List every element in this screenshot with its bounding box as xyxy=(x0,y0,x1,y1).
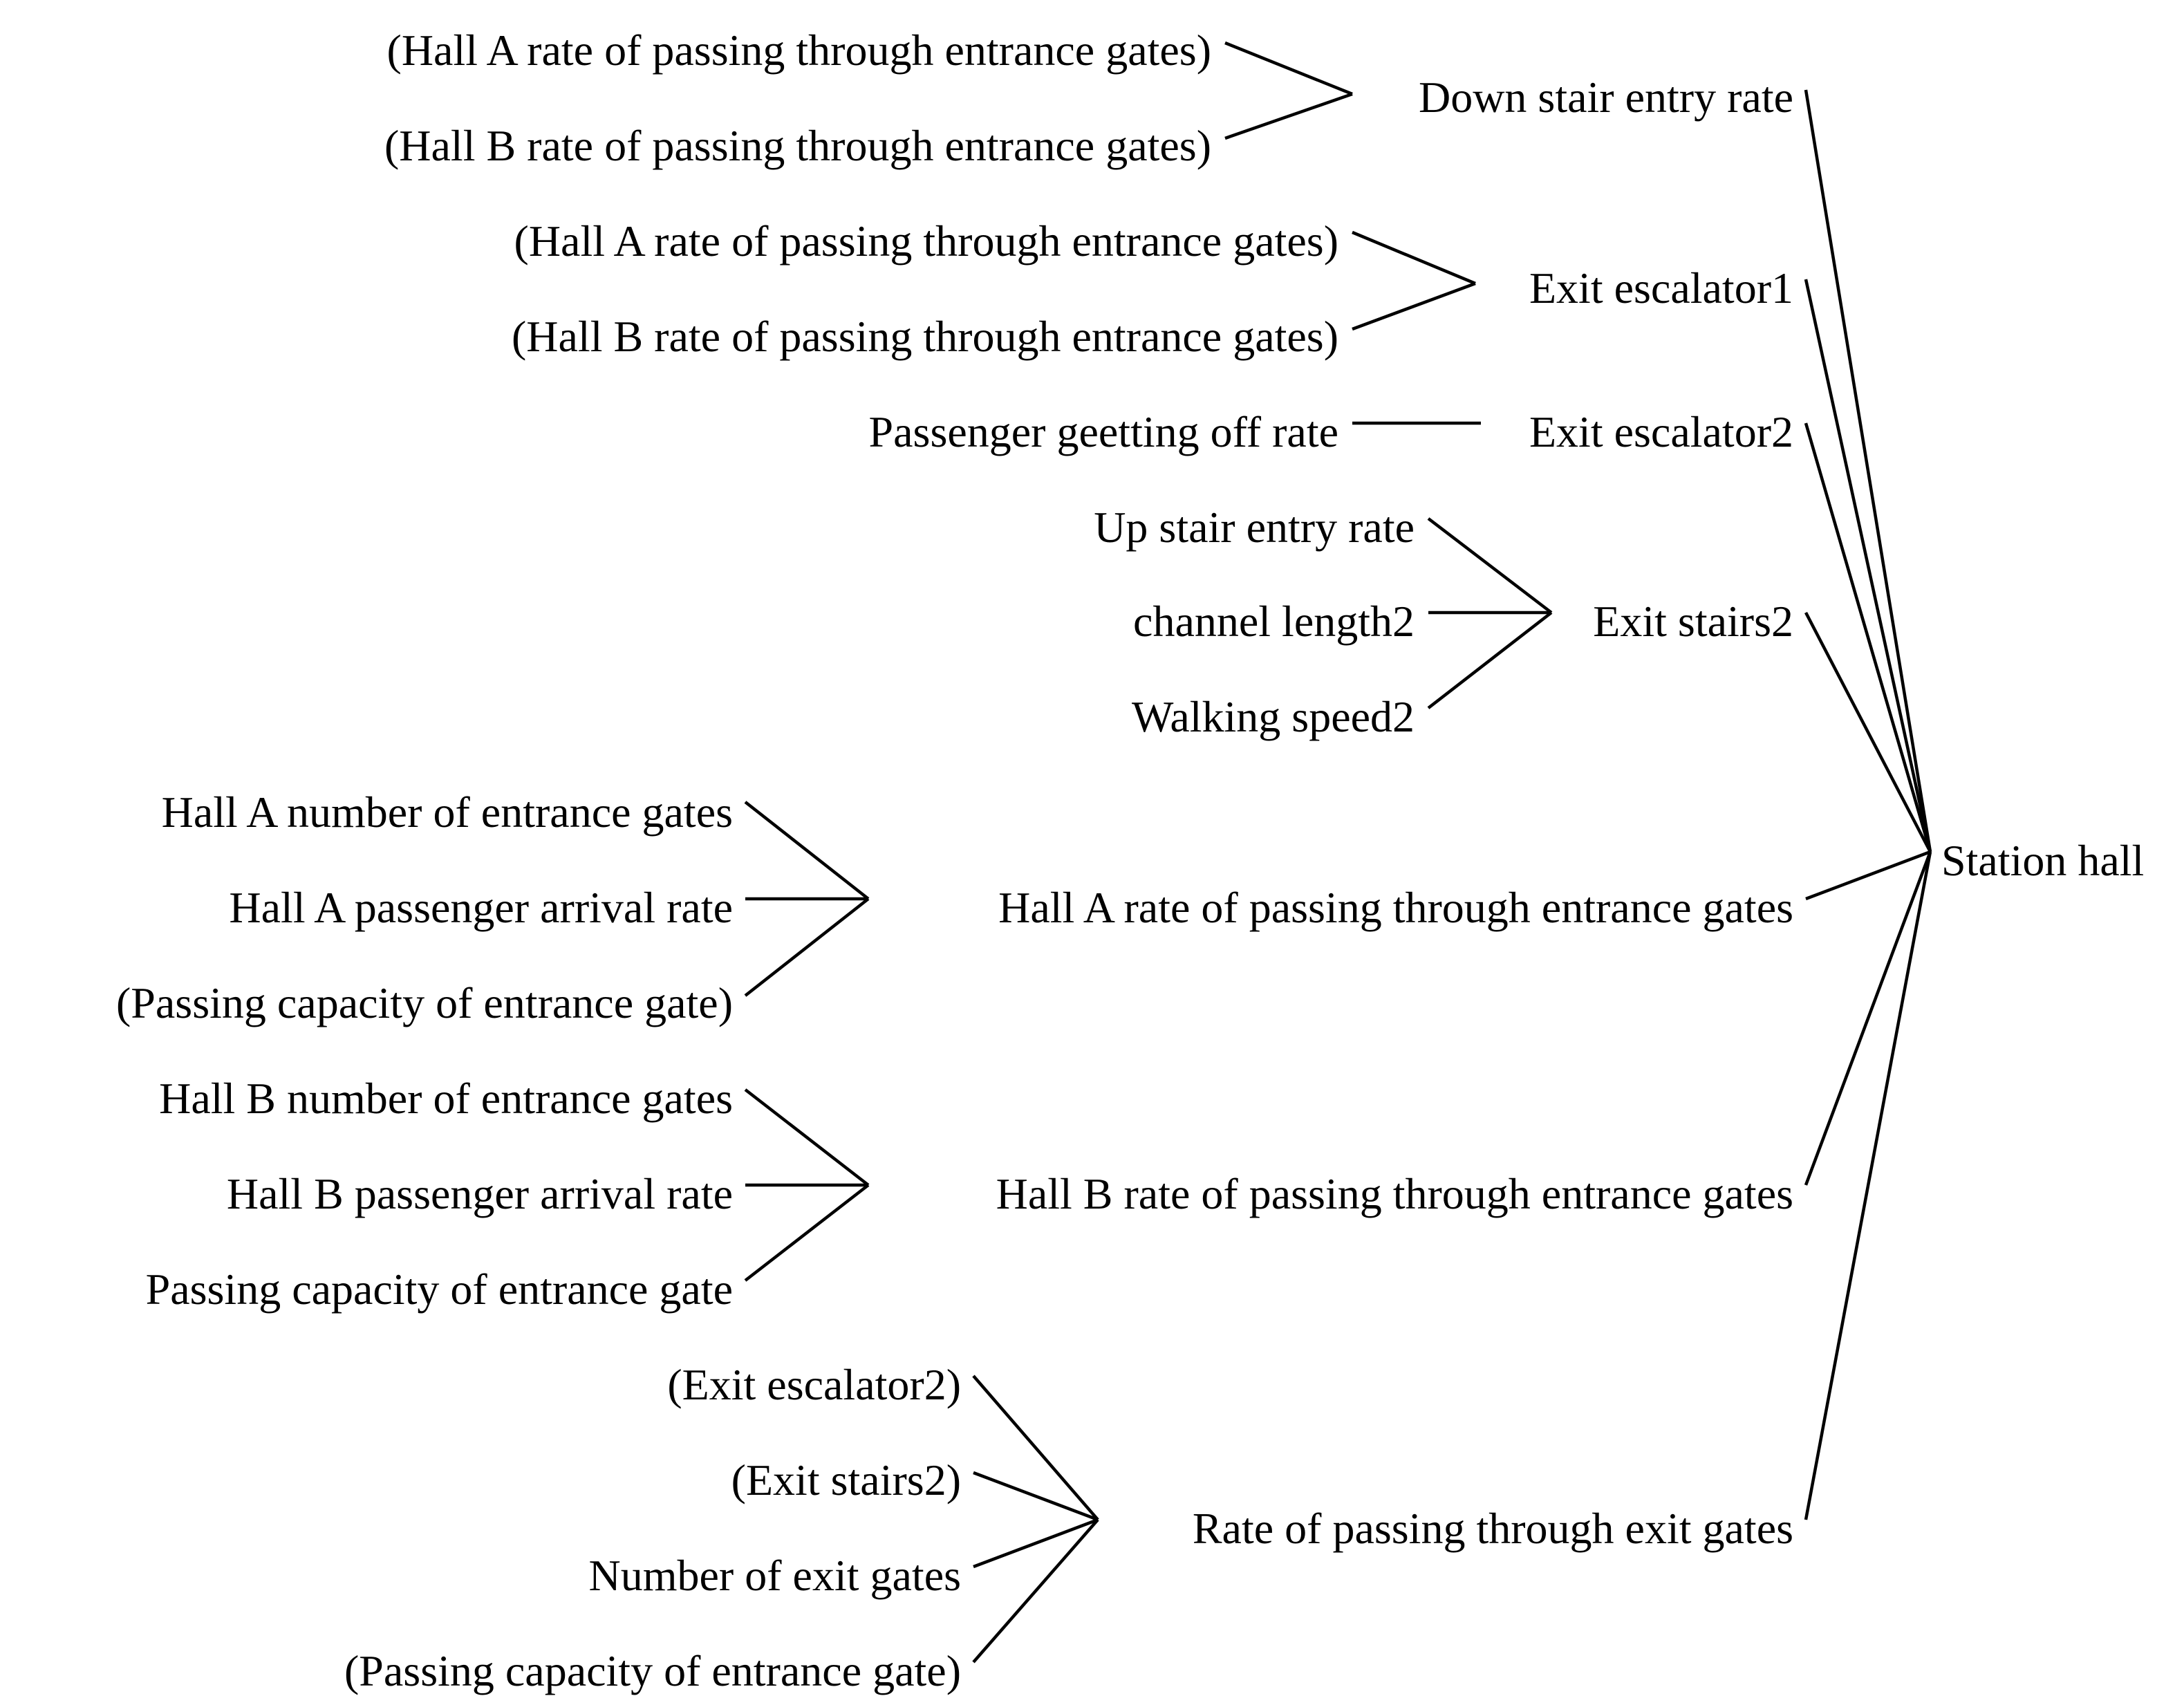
node-hall-b-rate-ref-1: (Hall B rate of passing through entrance… xyxy=(384,121,1211,170)
edge-up-stair-to-stairs2 xyxy=(1427,517,1553,614)
node-up-stair-entry-rate: Up stair entry rate xyxy=(1094,503,1415,552)
edge-hall-b-number-to-rate xyxy=(744,1088,870,1186)
node-hall-a-rate-ref-2: (Hall A rate of passing through entrance… xyxy=(514,216,1339,265)
edge-hall-a-ref-2-to-escalator1 xyxy=(1352,230,1476,286)
node-hall-b-passenger-arrival-rate: Hall B passenger arrival rate xyxy=(227,1169,733,1218)
node-hall-a-passing-capacity: (Passing capacity of entrance gate) xyxy=(116,978,733,1027)
node-number-of-exit-gates: Number of exit gates xyxy=(589,1551,962,1600)
node-hall-a-rate: Hall A rate of passing through entrance … xyxy=(998,883,1793,932)
edge-down-stair-to-station-hall xyxy=(1804,89,1932,852)
node-hall-b-number-of-entrance-gates: Hall B number of entrance gates xyxy=(159,1074,733,1123)
edge-stairs2-ref-to-exit-rate xyxy=(973,1471,1099,1522)
node-exit-gate-passing-capacity: (Passing capacity of entrance gate) xyxy=(344,1646,961,1695)
node-passenger-getting-off-rate: Passenger geetting off rate xyxy=(869,407,1338,456)
edge-hall-b-ref-2-to-escalator1 xyxy=(1352,281,1476,331)
edge-escalator2-ref-to-exit-rate xyxy=(972,1375,1099,1521)
edge-hall-a-number-to-rate xyxy=(744,801,870,900)
node-hall-a-passenger-arrival-rate: Hall A passenger arrival rate xyxy=(229,883,733,932)
node-down-stair-entry-rate: Down stair entry rate xyxy=(1419,73,1793,122)
edge-hall-b-capacity-to-rate xyxy=(744,1184,870,1282)
node-exit-stairs2: Exit stairs2 xyxy=(1593,597,1793,646)
edge-walking-speed-to-stairs2 xyxy=(1427,611,1553,709)
edge-capacity-to-exit-rate xyxy=(972,1518,1099,1664)
node-station-hall: Station hall xyxy=(1941,836,2144,885)
edge-hall-a-rate-to-station-hall xyxy=(1805,850,1931,901)
node-hall-a-number-of-entrance-gates: Hall A number of entrance gates xyxy=(162,788,733,837)
edge-hall-a-capacity-to-rate xyxy=(744,897,870,997)
node-channel-length2: channel length2 xyxy=(1133,597,1415,646)
node-walking-speed2: Walking speed2 xyxy=(1132,692,1415,741)
node-exit-escalator1: Exit escalator1 xyxy=(1529,263,1793,313)
edge-number-exit-gates-to-exit-rate xyxy=(973,1518,1099,1569)
node-exit-escalator2: Exit escalator2 xyxy=(1529,407,1793,456)
node-hall-b-rate: Hall B rate of passing through entrance … xyxy=(996,1169,1793,1218)
node-rate-exit-gates: Rate of passing through exit gates xyxy=(1193,1504,1793,1553)
node-exit-gate-escalator2-ref: (Exit escalator2) xyxy=(667,1360,961,1409)
node-exit-gate-stairs2-ref: (Exit stairs2) xyxy=(731,1455,961,1504)
edge-hall-b-ref-1-to-down-stair xyxy=(1224,92,1353,140)
edge-stairs2-to-station-hall xyxy=(1804,611,1932,853)
edge-exit-rate-to-station-hall xyxy=(1804,851,1932,1520)
edge-escalator1-to-station-hall xyxy=(1804,279,1932,852)
edge-escalator2-to-station-hall xyxy=(1804,422,1932,852)
edge-hall-b-rate-to-station-hall xyxy=(1804,851,1932,1186)
node-hall-b-passing-capacity: Passing capacity of entrance gate xyxy=(146,1265,733,1314)
edge-hall-a-ref-1-to-down-stair xyxy=(1224,41,1353,96)
node-hall-a-rate-ref-1: (Hall A rate of passing through entrance… xyxy=(387,26,1212,75)
node-hall-b-rate-ref-2: (Hall B rate of passing through entrance… xyxy=(512,312,1338,361)
